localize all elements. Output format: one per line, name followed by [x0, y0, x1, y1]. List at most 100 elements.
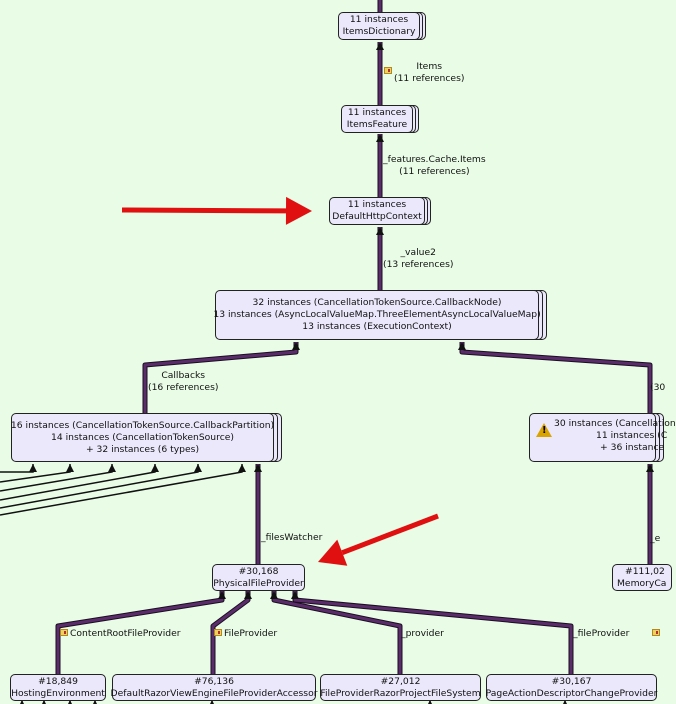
edge-arrowhead [254, 464, 262, 472]
outgoing-arrowhead [20, 700, 24, 704]
edge-layer [0, 0, 654, 704]
node-line: DefaultRazorViewEngineFileProviderAccess… [110, 687, 318, 699]
outgoing-arrowhead [68, 700, 72, 704]
node-line: 13 instances (ExecutionContext) [302, 321, 452, 332]
node-line: 16 instances (CancellationTokenSource.Ca… [10, 419, 275, 431]
node-line: #30,168 [238, 565, 279, 577]
node-line: #27,012 [380, 675, 421, 687]
warning-icon: ! [536, 423, 552, 437]
node-line: MemoryCa [617, 578, 667, 589]
edge-arrowhead [376, 134, 384, 142]
node-line: 11 instances [347, 199, 407, 210]
node-line: PhysicalFileProvider [213, 577, 304, 589]
red-arrow-http-context-shaft [121, 207, 287, 214]
node-default-http-context[interactable]: 11 instances DefaultHttpContext [329, 197, 431, 227]
node-page-action-descriptor[interactable]: #30,167 PageActionDescriptorChangeProvid… [486, 674, 657, 701]
edge-label-provider: _provider [401, 628, 444, 640]
node-line: FileProviderRazorProjectFileSystem [320, 687, 481, 699]
node-line: ItemsFeature [346, 119, 408, 130]
incoming-arrowhead [194, 464, 202, 472]
incoming-reference-line [0, 464, 34, 473]
incoming-arrowhead [151, 464, 159, 472]
field-icon [384, 67, 392, 74]
outgoing-arrowhead [42, 700, 46, 704]
edge-label-right-partial: (30 [650, 382, 665, 394]
node-line: + 36 instance [600, 442, 665, 453]
edge-label-line: _provider [401, 628, 444, 639]
edge-label-line: Items [416, 61, 443, 72]
edge-arrowhead [376, 227, 384, 235]
edge-label-line: (16 references) [148, 381, 219, 393]
edge-label-line: (11 references) [394, 72, 465, 84]
edge-label-content-root: ContentRootFileProvider [70, 628, 181, 640]
node-items-dictionary[interactable]: 11 instances ItemsDictionary [338, 12, 426, 42]
edge-label-line: FileProvider [224, 628, 278, 639]
edge-arrowhead [458, 342, 466, 350]
edge-arrowhead [218, 591, 226, 599]
node-line: 11 instances [347, 107, 407, 118]
edge-arrowhead [376, 42, 384, 50]
node-line: 30 instances (Cancellation [554, 418, 676, 429]
node-line: ItemsDictionary [342, 26, 416, 37]
node-line: 14 instances (CancellationTokenSource) [50, 431, 234, 443]
node-callback-partition[interactable]: 16 instances (CancellationTokenSource.Ca… [11, 413, 282, 465]
edge-label-line: (13 references) [383, 258, 454, 270]
edge-label-callbacks: Callbacks (16 references) [148, 370, 218, 393]
edge-label-line: _e [650, 533, 661, 544]
edge-label-line: _value2 [400, 247, 436, 258]
node-line: #18,849 [38, 675, 78, 687]
node-line: 32 instances (CancellationTokenSource.Ca… [252, 297, 502, 308]
outgoing-arrowhead [210, 700, 214, 704]
red-arrow-physical-file-provider-head [318, 539, 348, 566]
node-callback-node[interactable]: 32 instances (CancellationTokenSource.Ca… [213, 290, 547, 343]
edge-label-line: (11 references) [399, 165, 470, 177]
edge-label-line: _fileProvider [573, 628, 630, 639]
node-line: 11 instances [349, 14, 409, 25]
field-icon [60, 629, 68, 636]
incoming-reference-line [0, 464, 113, 492]
field-icon [214, 629, 222, 636]
edge-label-line: _filesWatcher [261, 532, 323, 543]
node-line: 13 instances (AsyncLocalValueMap.ThreeEl… [213, 309, 541, 320]
edge-label-memory-partial: _e [650, 533, 660, 545]
edge-arrowhead [244, 591, 252, 599]
edge-arrowhead [646, 464, 654, 472]
incoming-arrowhead [108, 464, 116, 472]
edge-label-line: ContentRootFileProvider [70, 628, 181, 639]
node-line: #30,167 [551, 675, 592, 687]
edge-label-files-watcher: _filesWatcher [261, 532, 322, 544]
edge-label-line: _features.Cache.Items [383, 154, 486, 165]
edge-arrowhead [291, 591, 299, 599]
node-line: + 32 instances (6 types) [85, 443, 200, 455]
edge-arrowhead [292, 342, 300, 350]
incoming-arrowhead [238, 464, 246, 472]
node-memory-cache[interactable]: #111,02 MemoryCa [612, 564, 672, 591]
edge-label-items: Items (11 references) [394, 61, 464, 84]
outgoing-arrowhead [563, 700, 567, 704]
edge-label-features-cache: _features.Cache.Items (11 references) [383, 154, 486, 177]
red-arrow-physical-file-provider-shaft [341, 513, 439, 556]
incoming-arrowhead [66, 464, 74, 472]
node-items-feature[interactable]: 11 instances ItemsFeature [341, 105, 419, 135]
node-line: #76,136 [194, 675, 234, 687]
edge-label-line: (30 [650, 382, 666, 393]
outgoing-arrowhead [93, 700, 97, 704]
node-hosting-environment[interactable]: #18,849 HostingEnvironment [10, 674, 106, 701]
node-physical-file-provider[interactable]: #30,168 PhysicalFileProvider [212, 564, 305, 591]
incoming-reference-line [0, 464, 71, 483]
field-icon [652, 629, 660, 636]
node-line: #111,02 [625, 566, 665, 577]
edge-right-callbacks [459, 342, 653, 413]
incoming-arrowhead [29, 464, 37, 472]
edge-label-file-provider-underscore: _fileProvider [573, 628, 629, 640]
node-line: HostingEnvironment [11, 687, 105, 699]
node-line: 11 instances (C [596, 430, 668, 441]
node-right-group[interactable]: ! 30 instances (Cancellation 11 instance… [529, 413, 676, 465]
red-arrow-http-context-head [285, 196, 312, 225]
node-razor-view-engine[interactable]: #76,136 DefaultRazorViewEngineFileProvid… [110, 674, 318, 701]
node-line: DefaultHttpContext [332, 211, 422, 222]
node-razor-project-fs[interactable]: #27,012 FileProviderRazorProjectFileSyst… [320, 674, 481, 701]
node-line: PageActionDescriptorChangeProvider [485, 687, 658, 699]
edge-arrowhead [270, 591, 278, 599]
